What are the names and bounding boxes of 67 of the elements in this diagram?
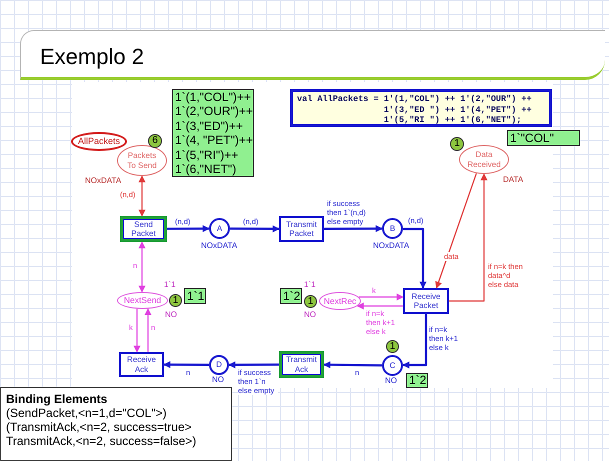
token-count: 1	[454, 139, 460, 149]
arc-arrow	[358, 294, 404, 300]
arc-arrow	[356, 302, 403, 310]
token-count: 1	[172, 296, 178, 306]
place-color-set: NOxDATA	[201, 242, 238, 250]
place-label: B	[390, 222, 396, 234]
place-label: A	[216, 222, 222, 234]
transition-label: Receive Ack	[126, 355, 157, 374]
binding-elements-heading: Binding Elements	[6, 392, 108, 406]
declaration-code: val AllPackets = 1'(1,"COL") ++ 1'(2,"OUR") ++ 1'(3,"ED ") ++ 1'(4,"PET") ++ 1'(5,"RI ") ++ 1'(6,"NET");	[297, 94, 533, 126]
marking-text: 1`(1,"COL")++ 1`(2,"OUR")++ 1`(3,"ED")++ 1`(4, "PET")++ 1`(5,"RI")++ 1`(6,"NET")	[175, 90, 253, 176]
binding-element: (SendPacket,<n=1,d="COL">)	[6, 406, 168, 420]
marking-text: 1`2	[409, 373, 426, 388]
transition-box	[279, 216, 324, 242]
transition-box	[119, 352, 164, 377]
marking-text: 1`1	[187, 288, 204, 304]
slide-title: Exemplo 2	[40, 44, 144, 70]
binding-element: TransmitAck,<n=2, success=false>)	[6, 434, 198, 448]
marking-box	[507, 130, 580, 146]
place-label: D	[216, 359, 222, 371]
arc-arrow	[435, 173, 477, 289]
marking-box	[406, 373, 428, 388]
place-tag-label: AllPackets	[78, 134, 120, 148]
arc-arrow	[323, 361, 382, 368]
enabled-transition-box	[120, 216, 167, 242]
token-count: 6	[152, 136, 158, 146]
place-label: NextSend	[124, 294, 162, 307]
arc-arrow	[324, 225, 383, 232]
place-label: C	[390, 360, 396, 372]
place-color-set: NO	[165, 311, 177, 319]
marking-text: 1`"COL"	[510, 130, 554, 146]
place-label: NextRec	[324, 294, 356, 308]
place-color-set: NO	[385, 377, 397, 385]
declaration-box	[290, 89, 552, 127]
transition-box	[403, 288, 449, 314]
enabled-transition-box	[279, 351, 324, 378]
arc-arrow	[230, 225, 280, 232]
place-label: Data Received	[466, 150, 502, 169]
place-label: Packets To Send	[126, 151, 158, 170]
arc-arrow	[167, 225, 210, 232]
place-color-set: NOxDATA	[373, 242, 410, 250]
marking-box	[280, 288, 302, 304]
arc-arrow	[134, 308, 140, 353]
arc-arrow	[163, 361, 209, 368]
binding-element: (TransmitAck,<n=2, success=true>	[6, 420, 193, 434]
place-color-set: NOxDATA	[85, 177, 122, 185]
place-color-set: DATA	[503, 176, 524, 184]
place-color-set: 1`1	[304, 281, 316, 289]
token-count: 1	[308, 296, 314, 306]
token-count: 1	[390, 342, 396, 352]
place-color-set: NO	[304, 311, 316, 319]
arc-arrow	[449, 173, 488, 302]
marking-box	[184, 288, 206, 304]
arc-arrow	[402, 314, 428, 368]
arc-arrow	[138, 241, 146, 293]
arc-arrow	[228, 361, 279, 368]
place-color-set: 1`1	[164, 281, 176, 289]
transition-label: Send Packet	[130, 220, 157, 238]
place-color-set: NO	[212, 376, 224, 384]
binding-elements-box	[0, 387, 232, 461]
transition-label: Receive Packet	[410, 292, 442, 310]
arc-arrow	[403, 228, 426, 289]
transition-label: Transmit Packet	[285, 220, 318, 238]
arc-arrow	[144, 308, 152, 352]
arc-arrow	[138, 175, 146, 217]
transition-label: Transmit Ack	[285, 355, 318, 374]
marking-text: 1`2	[283, 288, 300, 304]
